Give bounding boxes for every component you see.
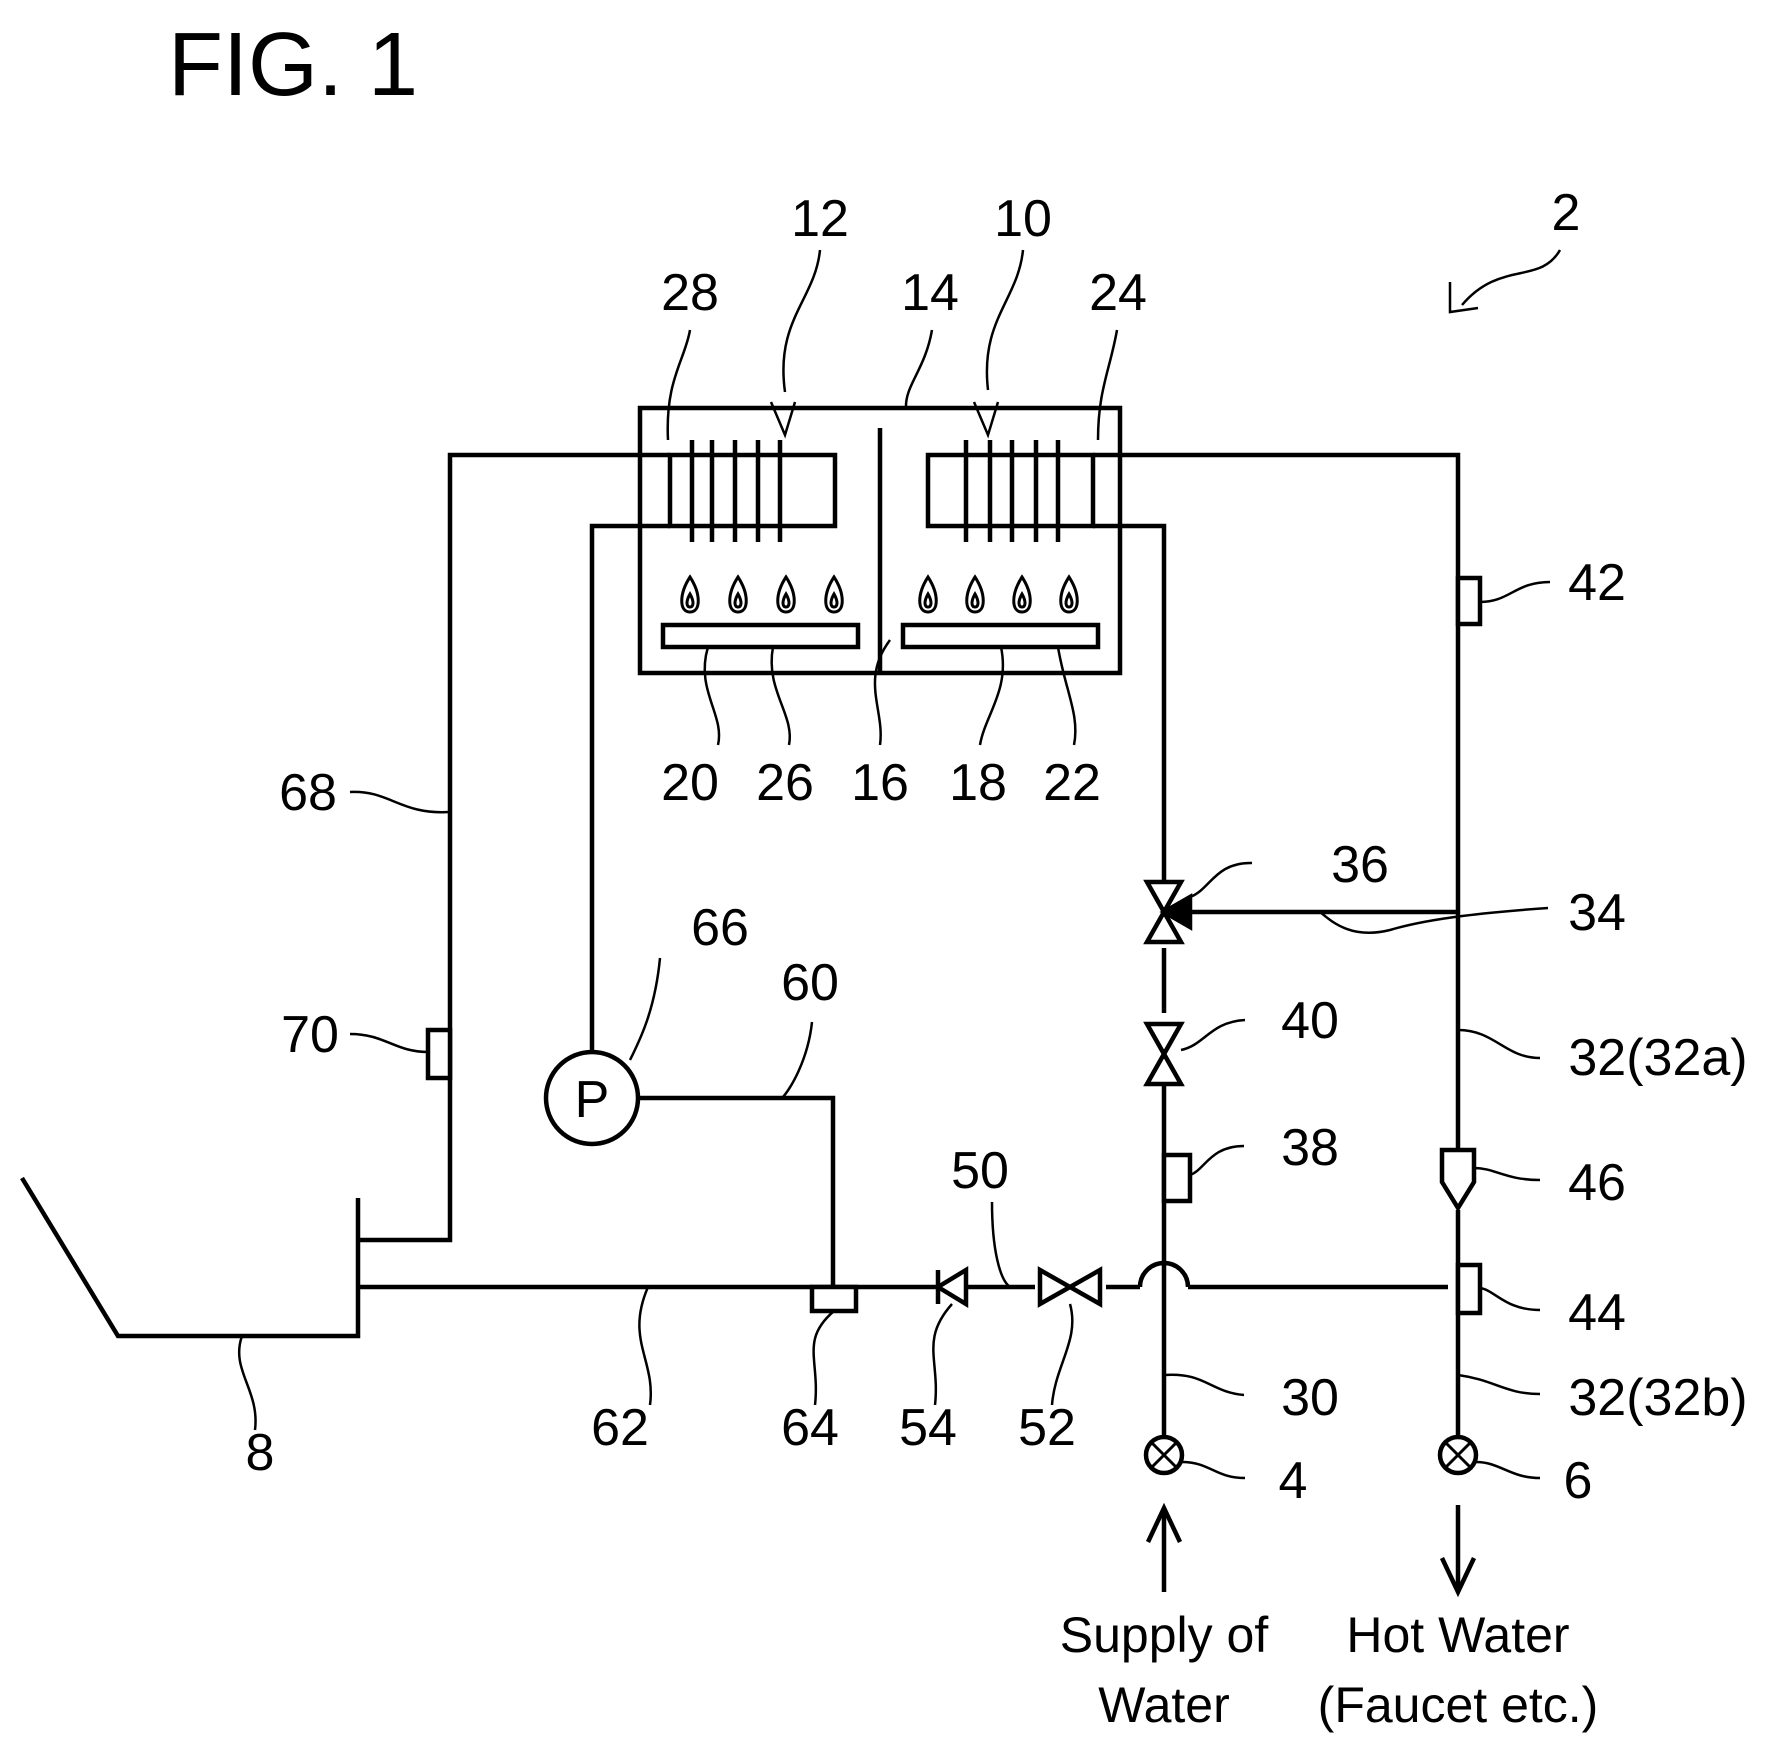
flames-18 [920, 577, 1078, 612]
burner-26 [663, 625, 858, 647]
valve-4 [1146, 1437, 1182, 1473]
valve-6 [1440, 1437, 1476, 1473]
flames-20 [682, 577, 843, 612]
ref-22: 22 [1043, 754, 1101, 812]
ref-54: 54 [899, 1399, 957, 1457]
supply-arrow-icon [1148, 1508, 1180, 1592]
ref-64: 64 [781, 1399, 839, 1457]
ref-42: 42 [1568, 554, 1626, 612]
ref-60: 60 [781, 954, 839, 1012]
ref-20: 20 [661, 754, 719, 812]
ref-14: 14 [901, 264, 959, 322]
ref-18: 18 [949, 754, 1007, 812]
check-valve-46 [1442, 1150, 1474, 1208]
ref-26: 26 [756, 754, 814, 812]
ref-68: 68 [279, 764, 337, 822]
check-valve-54 [938, 1270, 966, 1304]
sensor-38 [1164, 1155, 1190, 1201]
ref-46: 46 [1568, 1154, 1626, 1212]
ref-52: 52 [1018, 1399, 1076, 1457]
ref-36: 36 [1331, 836, 1389, 894]
arrow-2-icon [1450, 250, 1560, 312]
valve-52 [1040, 1270, 1100, 1304]
ref-12: 12 [791, 190, 849, 248]
hot-caption-line1: Hot Water [1346, 1607, 1569, 1663]
ref-30: 30 [1281, 1369, 1339, 1427]
ref-8: 8 [246, 1424, 275, 1482]
heat-exchanger-12 [670, 455, 835, 526]
ref-62: 62 [591, 1399, 649, 1457]
hot-caption-line2: (Faucet etc.) [1318, 1677, 1599, 1733]
sensor-64 [812, 1287, 856, 1311]
ref-38: 38 [1281, 1119, 1339, 1177]
sensor-42 [1458, 578, 1480, 624]
ref-32b: 32(32b) [1568, 1369, 1747, 1427]
supply-caption-line1: Supply of [1060, 1607, 1269, 1663]
pipe-30 [1093, 526, 1164, 893]
ref-70: 70 [281, 1006, 339, 1064]
burner-22 [903, 625, 1098, 647]
sensor-44 [1458, 1265, 1480, 1313]
pipe-32a [1093, 455, 1458, 1150]
outflow-arrow-icon [1442, 1505, 1474, 1592]
supply-caption-line2: Water [1098, 1677, 1230, 1733]
ref-66: 66 [691, 899, 749, 957]
ref-2: 2 [1552, 184, 1581, 242]
ref-28: 28 [661, 264, 719, 322]
ref-32a: 32(32a) [1568, 1029, 1747, 1087]
sensor-70 [428, 1030, 450, 1078]
ref-24: 24 [1089, 264, 1147, 322]
valve-40 [1147, 1024, 1181, 1084]
leader-lines [239, 330, 1550, 1478]
ref-50: 50 [951, 1142, 1009, 1200]
ref-34: 34 [1568, 884, 1626, 942]
ref-44: 44 [1568, 1284, 1626, 1342]
ref-10: 10 [994, 190, 1052, 248]
ref-6: 6 [1564, 1452, 1593, 1510]
ref-40: 40 [1281, 992, 1339, 1050]
pipe-60 [638, 1098, 833, 1287]
ref-16: 16 [851, 754, 909, 812]
valve-36 [1147, 882, 1190, 942]
ref-4: 4 [1279, 1452, 1308, 1510]
bathtub-8 [22, 1178, 358, 1336]
pump-symbol: P [575, 1071, 610, 1129]
